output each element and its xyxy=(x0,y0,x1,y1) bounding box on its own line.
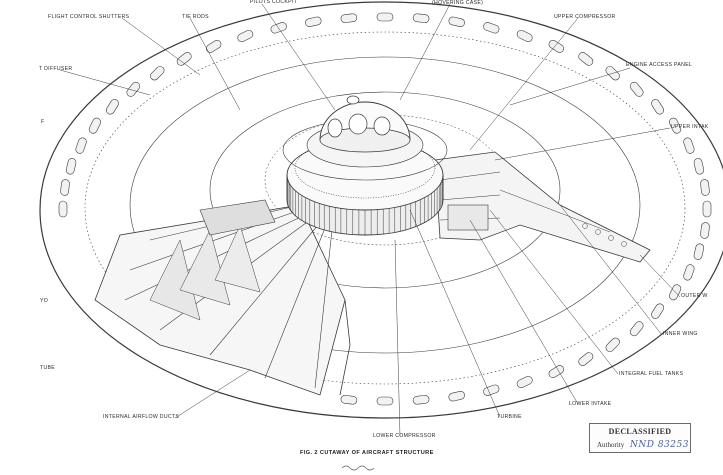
label-tie-rods: TIE RODS xyxy=(182,14,209,20)
shutter-slot xyxy=(669,117,682,134)
flight-control-shutters xyxy=(58,12,712,406)
shutter-slot xyxy=(483,22,500,34)
label-engine-access-panel: ENGINE ACCESS PANEL xyxy=(626,62,693,68)
shutter-slot xyxy=(629,81,644,97)
shutter-slot xyxy=(60,179,70,196)
compressor-ribs xyxy=(286,175,444,235)
label-outer-wing: OUTER W xyxy=(681,293,708,299)
label-turbine: TURBINE xyxy=(497,414,522,420)
shutter-slot xyxy=(683,264,695,281)
shutter-slot xyxy=(448,391,465,402)
shutter-slot xyxy=(693,158,705,175)
shutter-slot xyxy=(548,365,564,379)
cockpit-dome xyxy=(319,95,411,153)
label-pilots-cockpit: PILOTS COCKPIT xyxy=(250,0,298,5)
shutter-slot xyxy=(516,29,533,43)
shutter-slot xyxy=(58,200,68,218)
shutter-slot xyxy=(629,321,644,337)
shutter-slot xyxy=(651,99,665,115)
shutter-slot xyxy=(340,13,358,23)
label-flight-control-shutters: FLIGHT CONTROL SHUTTERS xyxy=(48,14,130,20)
wing-cutaway xyxy=(434,151,651,263)
shutter-slot xyxy=(516,375,533,389)
label-integral-fuel-tanks: INTEGRAL FUEL TANKS xyxy=(619,371,684,377)
shutter-slot xyxy=(340,395,358,405)
label-left-f: F xyxy=(41,119,45,125)
shutter-slot xyxy=(693,243,705,260)
shutter-slot xyxy=(605,337,620,352)
bottom-mark xyxy=(341,465,375,471)
shutter-slot xyxy=(700,179,710,196)
shutter-slot xyxy=(412,395,430,405)
label-upper-compressor: UPPER COMPRESSOR xyxy=(554,14,616,20)
cutaway-sector xyxy=(94,199,351,396)
shutter-slot xyxy=(270,22,287,34)
shutter-slot xyxy=(88,117,101,134)
shutter-slot xyxy=(150,66,165,81)
figure-caption: FIG. 2 CUTAWAY OF AIRCRAFT STRUCTURE xyxy=(300,450,434,456)
shutter-slot xyxy=(578,352,594,366)
label-left-tube: TUBE xyxy=(40,365,56,371)
shutter-slot xyxy=(176,52,192,66)
stamp-code: NND 83253 xyxy=(630,440,689,450)
shutter-slot xyxy=(126,81,141,97)
shutter-slot xyxy=(65,158,77,175)
label-left-yo: YO xyxy=(40,298,49,304)
shutter-slot xyxy=(548,39,564,53)
shutter-slot xyxy=(105,99,119,115)
label-lower-intake: LOWER INTAKE xyxy=(569,401,612,407)
shutter-slot xyxy=(75,137,87,154)
label-diffuser: T DIFFUSER xyxy=(39,66,73,72)
label-lower-compressor: LOWER COMPRESSOR xyxy=(373,433,436,439)
shutter-slot xyxy=(448,16,465,27)
declassified-stamp: DECLASSIFIED Authority NND 83253 xyxy=(589,423,691,453)
shutter-slot xyxy=(237,29,254,43)
shutter-slot xyxy=(206,39,222,53)
shutter-slot xyxy=(376,396,394,406)
shutter-slot xyxy=(483,384,500,396)
leader-lines xyxy=(59,3,681,437)
shutter-slot xyxy=(683,137,695,154)
stamp-authority: Authority xyxy=(597,441,625,449)
stamp-title: DECLASSIFIED xyxy=(608,427,672,436)
label-upper-intake: UPPER INTAK xyxy=(671,124,709,130)
label-hovering-case: (HOVERING CASE) xyxy=(432,0,484,6)
shutter-slot xyxy=(412,13,430,23)
shutter-slot xyxy=(669,284,682,301)
shutter-slot xyxy=(702,200,712,218)
shutter-slot xyxy=(651,303,665,319)
shutter-slot xyxy=(376,12,394,22)
label-inner-wing: INNER WING xyxy=(663,331,698,337)
shutter-slot xyxy=(305,16,322,27)
label-internal-airflow-ducts: INTERNAL AIRFLOW DUCTS xyxy=(103,414,180,420)
shutter-slot xyxy=(578,52,594,66)
shutter-slot xyxy=(700,222,710,239)
